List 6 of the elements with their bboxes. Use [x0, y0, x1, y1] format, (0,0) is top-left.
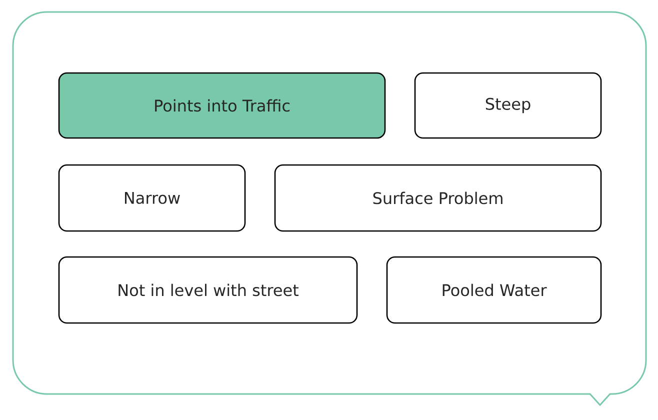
tag-box: Points into Traffic [58, 72, 386, 139]
tag-box: Surface Problem [274, 164, 602, 232]
tag-box: Narrow [58, 164, 246, 232]
tag-box: Steep [414, 72, 602, 139]
tag-box: Pooled Water [386, 256, 602, 324]
tag-box: Not in level with street [58, 256, 358, 324]
